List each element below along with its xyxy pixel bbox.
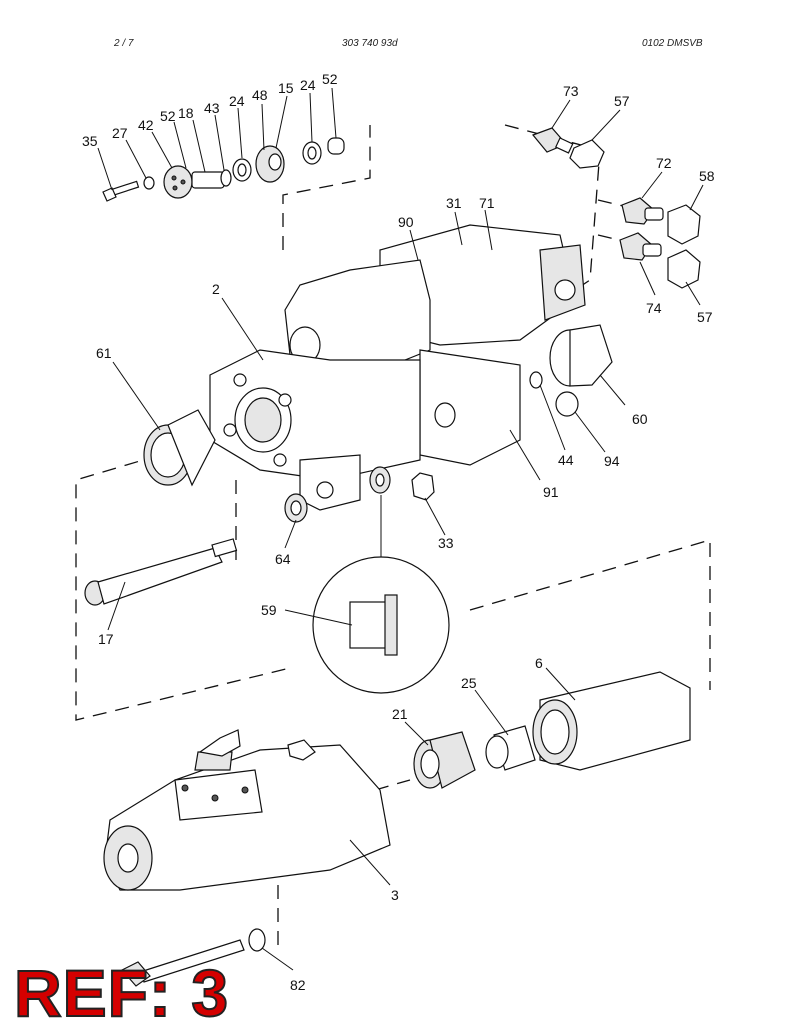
cap-57-top xyxy=(569,139,605,169)
callout-52-right: 52 xyxy=(322,71,338,87)
fitting-73 xyxy=(531,127,574,154)
callout-74: 74 xyxy=(646,300,662,316)
leader-lines xyxy=(97,87,704,971)
callout-2: 2 xyxy=(212,281,220,297)
ref-stamp: REF: 3 xyxy=(13,956,230,1030)
callout-57-top: 57 xyxy=(614,93,630,109)
o-ring-94 xyxy=(555,391,579,417)
callout-64: 64 xyxy=(275,551,291,567)
main-pump-body xyxy=(209,224,586,511)
cover-42 xyxy=(163,165,193,199)
callout-15: 15 xyxy=(278,80,294,96)
callout-59: 59 xyxy=(261,602,277,618)
bearing-21 xyxy=(413,731,476,789)
lower-drive-parts xyxy=(413,671,691,789)
callout-94: 94 xyxy=(604,453,620,469)
callout-27: 27 xyxy=(112,125,128,141)
snap-ring-43 xyxy=(220,169,232,187)
callout-57-bottom: 57 xyxy=(697,309,713,325)
callout-60: 60 xyxy=(632,411,648,427)
cap-58 xyxy=(667,204,701,245)
side-parts xyxy=(84,324,613,606)
fitting-74 xyxy=(619,232,662,261)
callout-91: 91 xyxy=(543,484,559,500)
callout-61: 61 xyxy=(96,345,112,361)
callout-24-right: 24 xyxy=(300,77,316,93)
callout-6: 6 xyxy=(535,655,543,671)
pin-17 xyxy=(84,538,238,606)
bushing-52 xyxy=(327,137,345,155)
callout-35: 35 xyxy=(82,133,98,149)
housing-3 xyxy=(103,729,391,891)
callout-21: 21 xyxy=(392,706,408,722)
callout-33: 33 xyxy=(438,535,454,551)
callout-17: 17 xyxy=(98,631,114,647)
callout-73: 73 xyxy=(563,83,579,99)
bushing-near-33 xyxy=(369,466,391,494)
callout-90: 90 xyxy=(398,214,414,230)
o-ring-44 xyxy=(529,371,543,389)
callout-31: 31 xyxy=(446,195,462,211)
callout-72: 72 xyxy=(656,155,672,171)
callout-labels: 35 27 42 52 18 43 24 48 15 24 52 73 57 7… xyxy=(82,71,715,993)
callout-42: 42 xyxy=(138,117,154,133)
callout-24-left: 24 xyxy=(229,93,245,109)
fitting-64 xyxy=(284,493,308,523)
detail-view-59 xyxy=(312,495,450,694)
callout-3: 3 xyxy=(391,887,399,903)
header-revision-code: 0102 DMSVB xyxy=(642,38,703,49)
sleeve-61 xyxy=(143,409,216,487)
bushing-25 xyxy=(485,725,536,771)
callout-82: 82 xyxy=(290,977,306,993)
top-small-parts xyxy=(102,137,345,202)
nut-33 xyxy=(411,472,435,501)
gear-15 xyxy=(255,145,285,183)
sleeve-60 xyxy=(549,324,613,387)
callout-25: 25 xyxy=(461,675,477,691)
callout-43: 43 xyxy=(204,100,220,116)
callout-48: 48 xyxy=(252,87,268,103)
header-document-number: 303 740 93d xyxy=(342,38,398,49)
callout-58: 58 xyxy=(699,168,715,184)
shaft-6 xyxy=(532,671,691,771)
shaft-18 xyxy=(191,171,225,189)
bolt-and-washer-82 xyxy=(121,928,266,987)
washer-27 xyxy=(143,176,155,190)
callout-71: 71 xyxy=(479,195,495,211)
callout-44: 44 xyxy=(558,452,574,468)
fitting-72 xyxy=(621,197,664,225)
callout-52-left: 52 xyxy=(160,108,176,124)
header-page-number: 2 / 7 xyxy=(114,38,134,49)
bolt-35 xyxy=(102,180,140,202)
callout-18: 18 xyxy=(178,105,194,121)
cap-57-bottom xyxy=(667,249,701,289)
